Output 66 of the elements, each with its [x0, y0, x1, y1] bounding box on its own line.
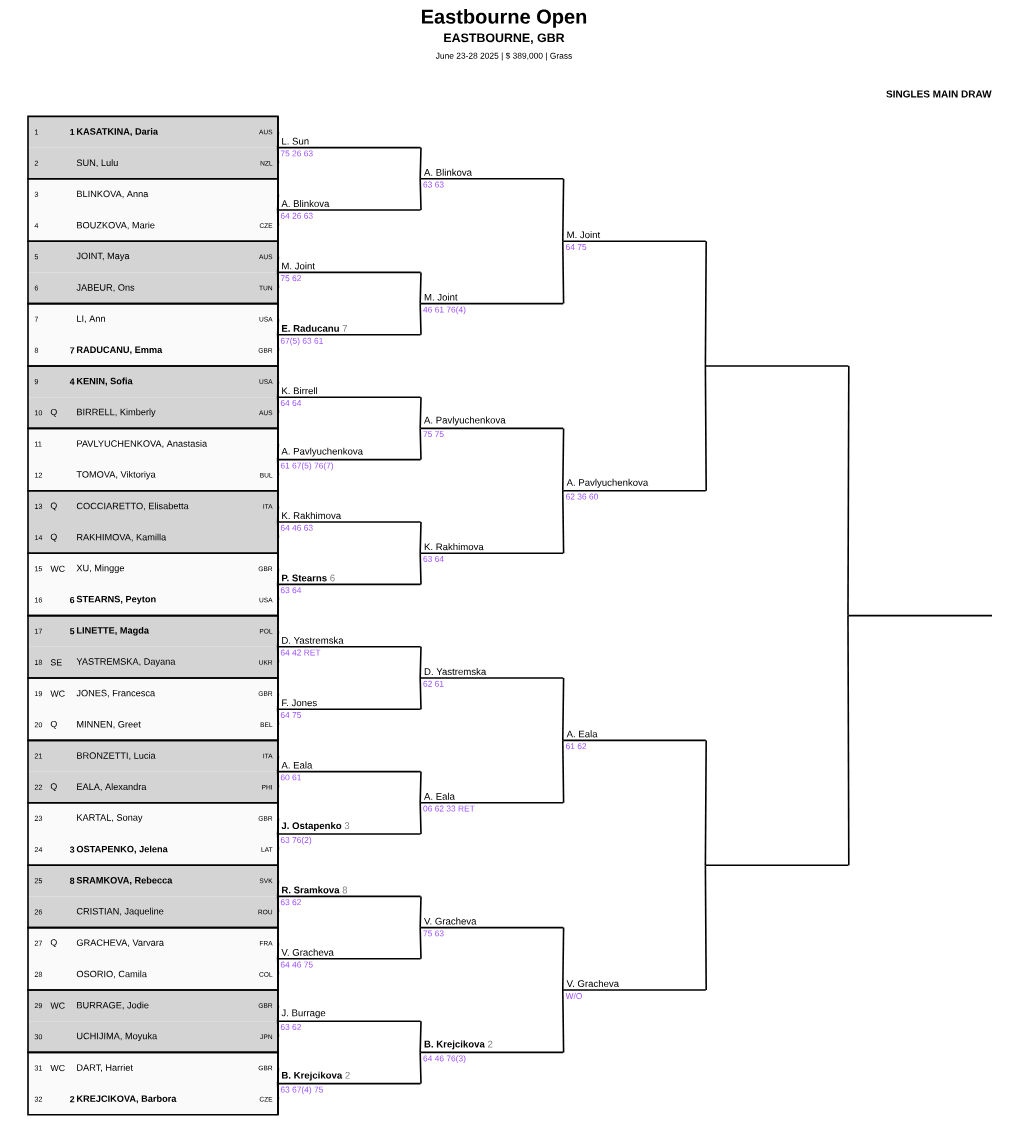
bracket-connector: [276, 646, 280, 664]
bracket-connector: [419, 802, 422, 835]
bracket-connector: [562, 739, 565, 804]
bracket-connector: [276, 692, 280, 710]
bracket-connector: [276, 958, 280, 976]
bracket-connector: [276, 1020, 280, 1038]
bracket-connector: [276, 630, 280, 648]
bracket-connector: [562, 240, 565, 305]
bracket-connector: [276, 708, 280, 726]
bracket-connector: [276, 1082, 280, 1100]
bracket-connector: [276, 755, 280, 773]
bracket-connector: [276, 1004, 280, 1022]
bracket-connector: [276, 568, 280, 586]
bracket-connector: [562, 926, 565, 991]
bracket-connector: [419, 1020, 422, 1054]
bracket-connector: [704, 864, 707, 991]
bracket-connector: [276, 521, 280, 539]
bracket-connector: [704, 739, 707, 866]
bracket-connector: [276, 817, 280, 835]
bracket-connector: [704, 240, 707, 367]
bracket-connector: [276, 146, 280, 164]
bracket-connector: [704, 365, 707, 492]
bracket-connector: [276, 193, 280, 211]
bracket-connector: [276, 895, 280, 913]
bracket-connector: [419, 427, 422, 461]
bracket-connector: [419, 677, 422, 710]
bracket-connector: [562, 677, 565, 742]
bracket-connector: [562, 989, 565, 1054]
bracket-connector: [276, 505, 280, 523]
bracket-connector: [276, 942, 280, 960]
bracket-connector: [276, 458, 280, 476]
bracket-connector: [562, 178, 565, 242]
bracket-connector: [419, 895, 422, 929]
bracket-line: [705, 365, 850, 367]
bracket-connector: [419, 302, 422, 336]
bracket-connector: [419, 271, 422, 305]
bracket-connector: [419, 552, 422, 586]
bracket-connector: [276, 271, 280, 289]
bracket-connector: [419, 646, 422, 679]
bracket-connector: [276, 334, 280, 352]
bracket-connector: [276, 380, 280, 398]
bracket-line: [705, 864, 850, 866]
bracket-connector: [419, 1051, 422, 1085]
bracket-line: [847, 614, 993, 617]
bracket-connector: [276, 131, 280, 149]
bracket-connector: [562, 490, 565, 554]
bracket-connector: [276, 443, 280, 461]
title: Eastbourne Open: [422, 9, 587, 28]
bracket-connector: [847, 365, 850, 617]
bracket-connector: [419, 146, 422, 180]
bracket-connector: [419, 770, 422, 804]
bracket-connector: [419, 396, 422, 430]
bracket-connector: [276, 1067, 280, 1085]
bracket-connector: [419, 521, 422, 554]
bracket-connector: [276, 396, 280, 414]
bracket-connector: [276, 583, 280, 601]
bracket-connector: [562, 427, 565, 492]
bracket-connector: [847, 614, 850, 866]
bracket-connector: [276, 880, 280, 898]
bracket-connector: [276, 256, 280, 274]
bracket-connector: [276, 770, 280, 788]
bracket-connector: [276, 209, 280, 227]
bracket-connector: [419, 926, 422, 960]
bracket-connector: [276, 833, 280, 851]
bracket-connector: [419, 178, 422, 211]
bracket-connector: [276, 318, 280, 336]
